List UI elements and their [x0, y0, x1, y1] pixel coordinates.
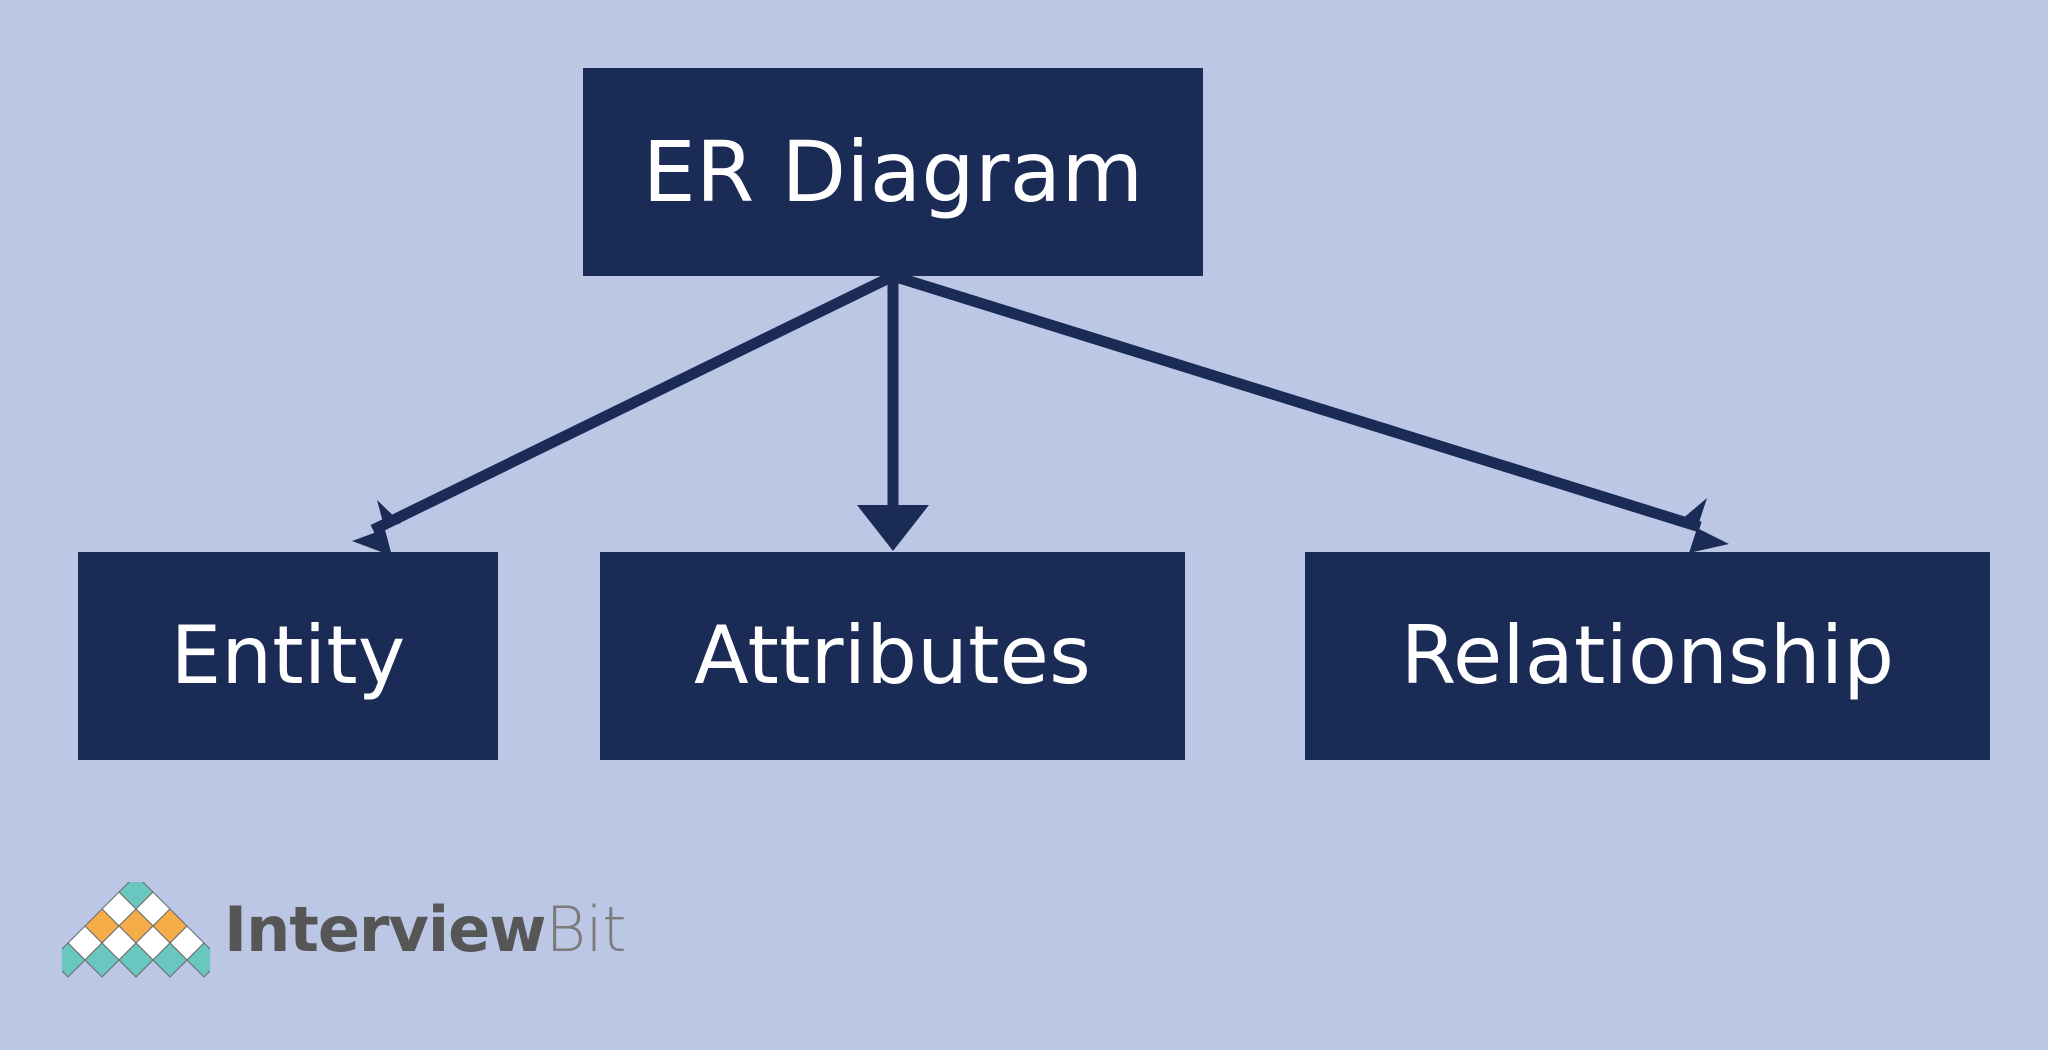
node-relationship[interactable]: Relationship — [1305, 552, 1990, 760]
edge-er-diagram-to-relationship — [891, 270, 1729, 553]
brand-watermark: InterviewBit — [62, 882, 627, 978]
edge-line-entity — [370, 271, 896, 535]
arrowhead-relationship — [1681, 498, 1729, 553]
node-attributes-label: Attributes — [694, 609, 1091, 702]
node-attributes[interactable]: Attributes — [600, 552, 1185, 760]
node-entity[interactable]: Entity — [78, 552, 498, 760]
logo-diamond-teal — [152, 942, 188, 978]
logo-diamond-teal — [84, 942, 120, 978]
logo-diamond-teal — [186, 942, 210, 978]
node-relationship-label: Relationship — [1400, 609, 1895, 702]
brand-word-interview: Interview — [224, 893, 546, 966]
logo-diamond-teal — [118, 942, 154, 978]
edge-line-relationship — [891, 270, 1702, 533]
arrowhead-attributes — [857, 505, 929, 551]
arrowhead-entity — [352, 500, 401, 556]
node-er-diagram-label: ER Diagram — [642, 123, 1144, 221]
node-er-diagram[interactable]: ER Diagram — [583, 68, 1203, 276]
edge-er-diagram-to-entity — [352, 271, 896, 556]
brand-word-bit: Bit — [545, 893, 627, 966]
node-entity-label: Entity — [170, 609, 406, 702]
brand-wordmark: InterviewBit — [224, 899, 627, 961]
logo-diamond-teal — [62, 942, 86, 978]
interviewbit-logo-icon — [62, 882, 210, 978]
edge-er-diagram-to-attributes — [857, 276, 929, 551]
